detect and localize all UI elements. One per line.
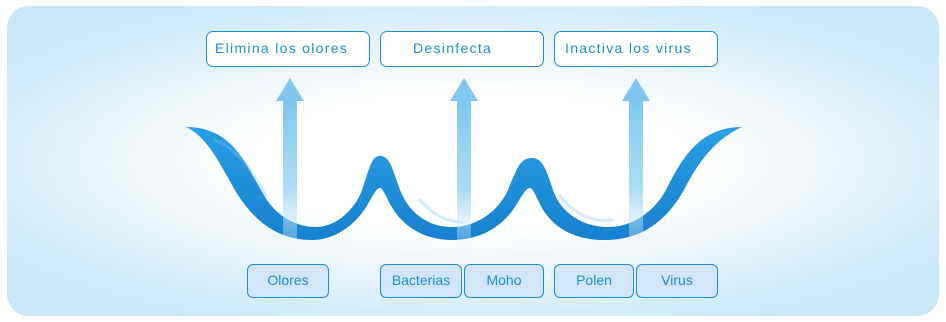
- target-label: Olores: [267, 272, 309, 288]
- target-bacteria: Bacterias: [380, 264, 462, 298]
- target-label: Polen: [576, 272, 612, 288]
- effect-inactivate-virus: Inactiva los virus: [554, 31, 718, 67]
- effect-disinfect: Desinfecta: [380, 31, 544, 67]
- target-odors: Olores: [247, 264, 329, 298]
- target-label: Bacterias: [391, 272, 451, 288]
- effect-eliminate-odors: Elimina los olores: [206, 31, 370, 67]
- effect-label: Elimina los olores: [215, 40, 349, 56]
- target-pollen: Polen: [554, 264, 634, 298]
- effect-label: Inactiva los virus: [565, 40, 692, 56]
- arrow-disinfect: [450, 78, 478, 265]
- arrow-odor: [276, 78, 304, 265]
- arrow-virus: [622, 78, 650, 265]
- target-label: Moho: [486, 272, 522, 288]
- target-label: Virus: [661, 272, 693, 288]
- target-mold: Moho: [464, 264, 544, 298]
- effect-label: Desinfecta: [413, 40, 493, 56]
- target-virus: Virus: [636, 264, 718, 298]
